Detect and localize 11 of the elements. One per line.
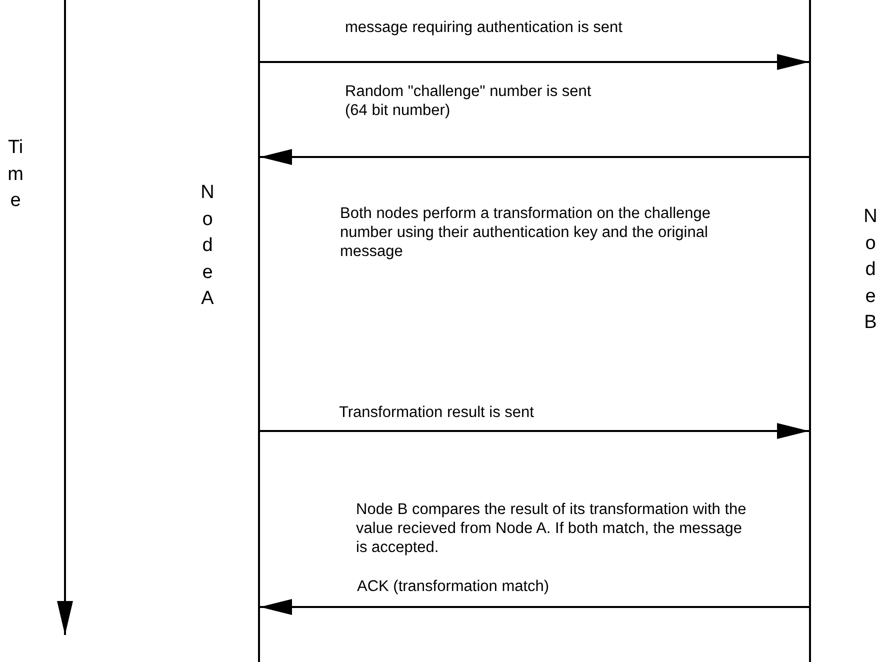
node-label: Node A [200, 181, 216, 311]
note-text: Node B compares the result of its transformation with the value recieved from Node A. If both match, the message is accepted. [356, 500, 748, 557]
arrow [260, 599, 809, 615]
node-label: Node B [862, 205, 878, 335]
arrow [260, 54, 809, 70]
edge-label: message requiring authentication is sent [345, 18, 622, 37]
axis-label: Time [6, 136, 24, 213]
note-text: Both nodes perform a transformation on the challenge number using their authentication key and the original message [340, 204, 712, 261]
arrow [260, 149, 809, 165]
arrow [260, 423, 809, 439]
edge-label: ACK (transformation match) [357, 577, 550, 596]
